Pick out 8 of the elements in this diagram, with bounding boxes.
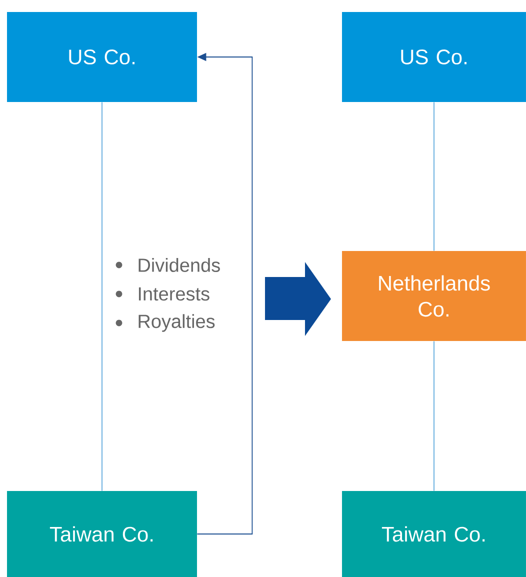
company-box: US Co.: [7, 12, 197, 102]
payment-type: Royalties: [138, 314, 215, 332]
payment-type: Interests: [138, 287, 210, 301]
company-box: US Co.: [342, 12, 526, 102]
company-box: Netherlands Co.: [342, 251, 526, 341]
payment-type: Dividends: [138, 258, 220, 272]
company-box: Taiwan Co.: [7, 491, 197, 577]
company-box: Taiwan Co.: [342, 491, 526, 577]
